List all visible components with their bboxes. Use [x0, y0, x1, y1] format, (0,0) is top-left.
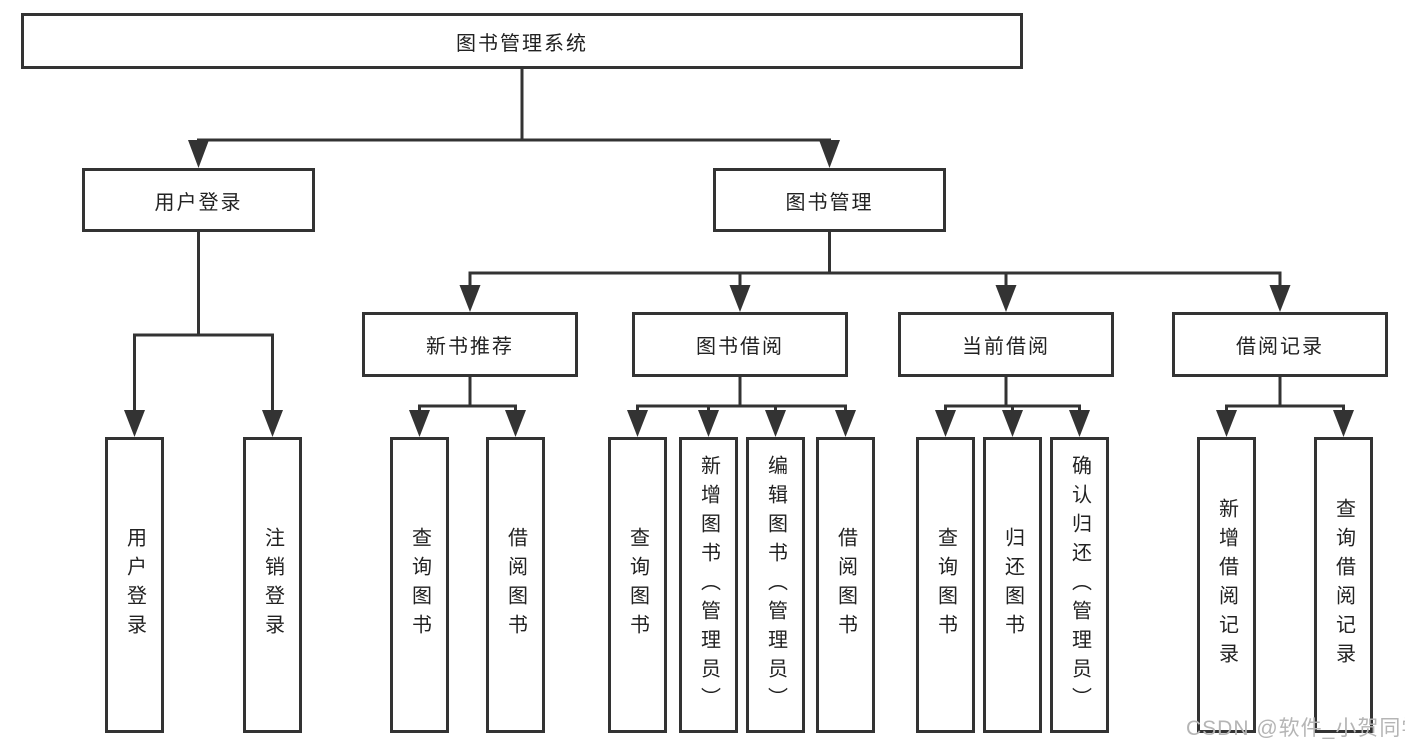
leaf-return-books: 归还图书 [983, 437, 1042, 733]
node-user-login: 用户登录 [82, 168, 315, 232]
connector-borrow-records-group [1225, 375, 1345, 414]
connector-user-login-group [133, 230, 274, 414]
leaf-query-borrow-record: 查询借阅记录 [1314, 437, 1373, 733]
connector-new-book-group [418, 375, 517, 414]
connector-current-borrow-group [944, 375, 1081, 414]
leaf-query-books-current: 查询图书 [916, 437, 975, 733]
csdn-watermark: CSDN @软件_小贺同学 [1186, 717, 1405, 740]
node-book-borrow: 图书借阅 [632, 312, 848, 377]
node-library-management-system: 图书管理系统 [21, 13, 1023, 69]
arrow-down-icons [124, 140, 1354, 437]
connector-book-management-to-level3 [468, 230, 1282, 289]
leaf-query-books-borrow: 查询图书 [608, 437, 667, 733]
leaf-add-borrow-record: 新增借阅记录 [1197, 437, 1256, 733]
connector-root-to-level2 [197, 67, 831, 142]
leaf-add-books-admin: 新增图书（管理员） [679, 437, 738, 733]
node-new-book-recommendation: 新书推荐 [362, 312, 578, 377]
node-book-management: 图书管理 [713, 168, 946, 232]
leaf-query-books-recommend: 查询图书 [390, 437, 449, 733]
leaf-edit-books-admin: 编辑图书（管理员） [746, 437, 805, 733]
node-borrow-records: 借阅记录 [1172, 312, 1388, 377]
leaf-confirm-return-admin: 确认归还（管理员） [1050, 437, 1109, 733]
leaf-logout-login: 注销登录 [243, 437, 302, 733]
node-current-borrow: 当前借阅 [898, 312, 1114, 377]
leaf-borrow-books-borrow: 借阅图书 [816, 437, 875, 733]
leaf-user-login: 用户登录 [105, 437, 164, 733]
connector-book-borrow-group [636, 375, 847, 414]
leaf-borrow-books-recommend: 借阅图书 [486, 437, 545, 733]
